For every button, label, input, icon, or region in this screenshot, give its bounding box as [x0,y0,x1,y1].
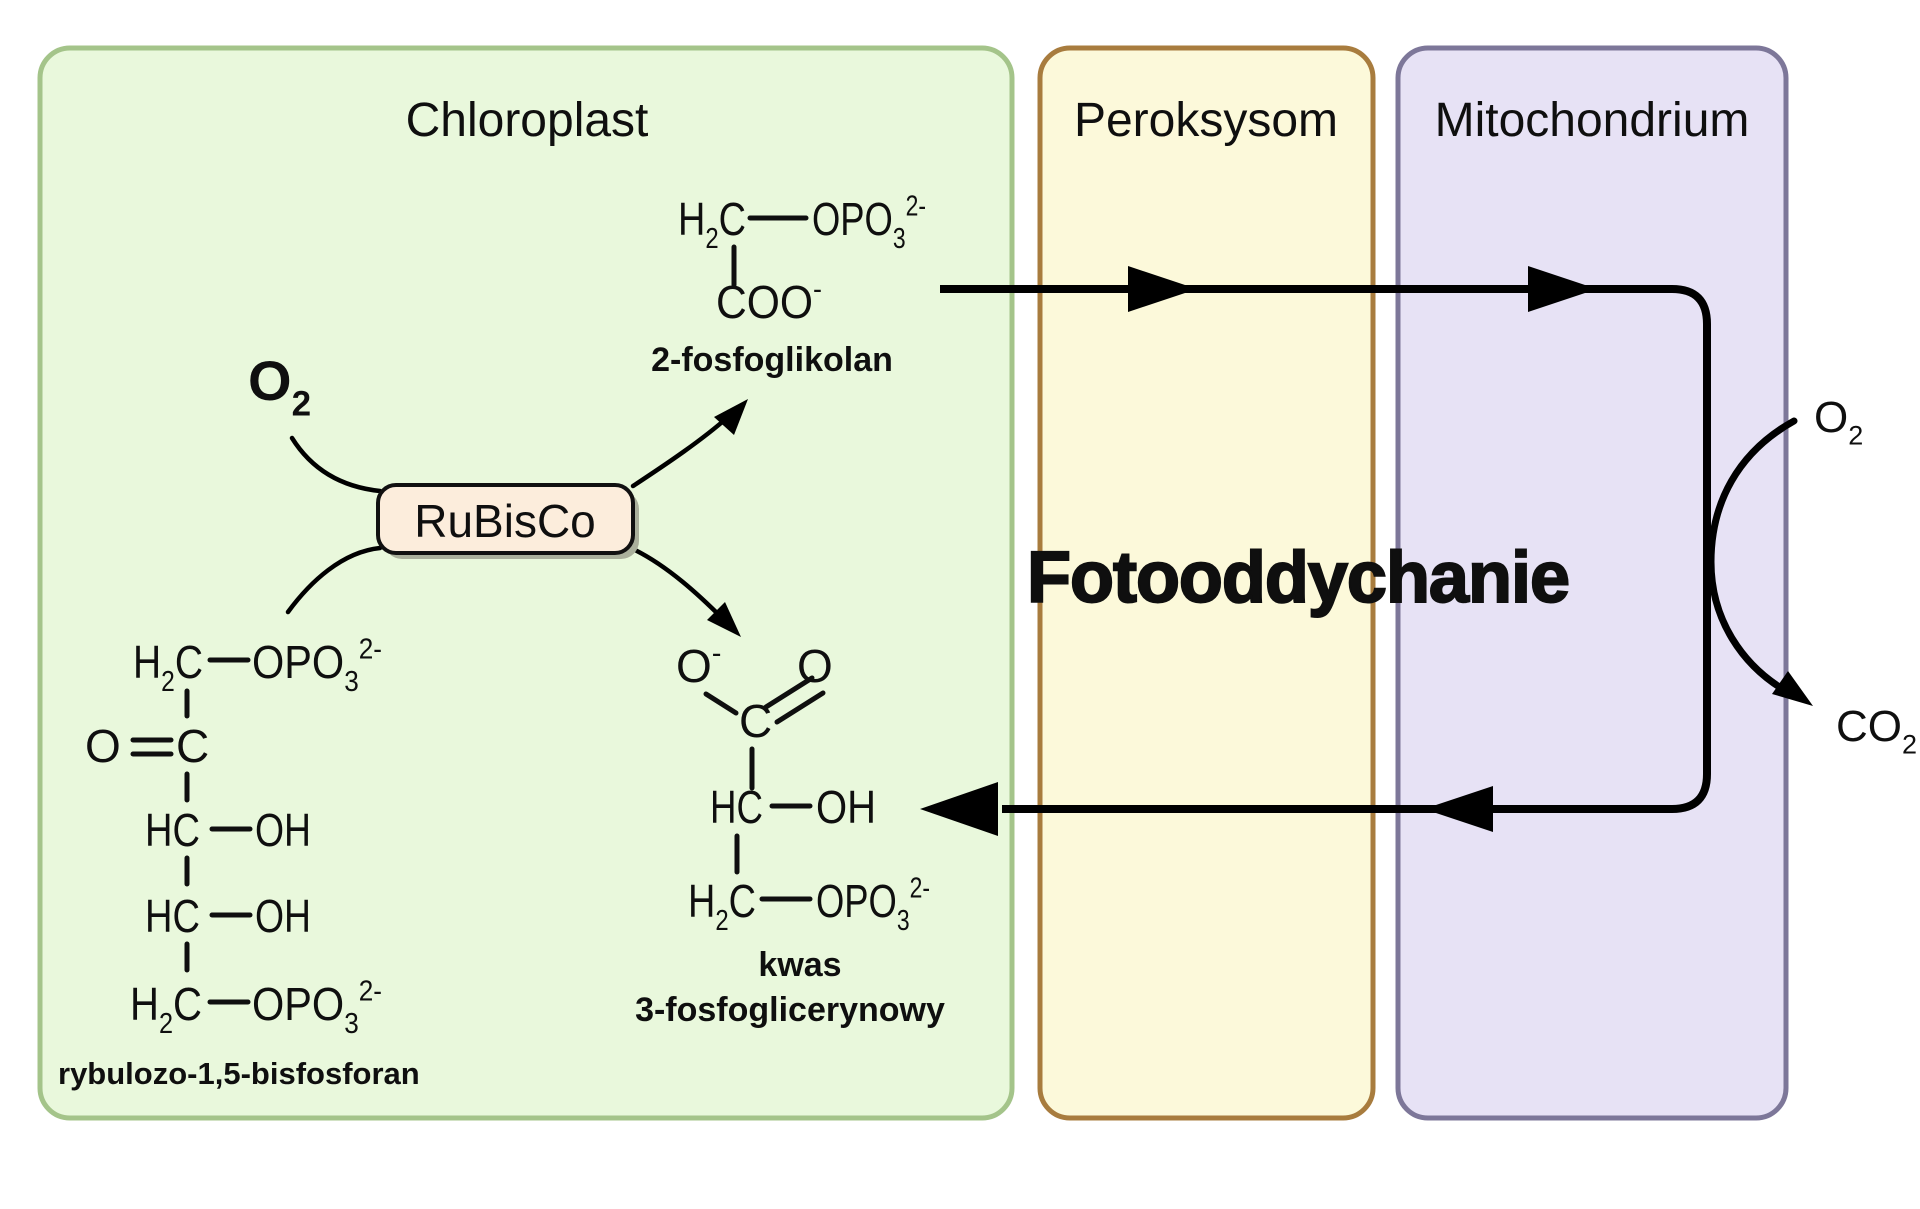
rubisco-box [376,483,635,555]
molecule-name-kwas-line1: kwas [758,946,841,984]
molecule-rybulozo: H2C OPO32- O C HC OH HC OH H2C OPO32- ry… [58,634,420,1091]
formula-h2c: H2C [133,636,203,698]
formula-opo3: OPO32- [252,634,382,698]
formula-c: C [739,695,772,747]
formula-hc: HC [145,890,200,942]
co2-gas-label: CO2 [1836,702,1917,759]
formula-o: O [85,720,121,772]
mitochondrion-title: Mitochondrium [1435,94,1750,147]
formula-oh: OH [816,781,876,833]
arrowhead-right-peroxisome [1128,266,1197,312]
bond-double [774,690,826,725]
o2-gas-label: O2 [1814,393,1863,450]
formula-opo3: OPO32- [816,873,930,937]
bond-double [763,675,815,710]
arrowhead-left-to-kwas [920,782,998,836]
rubisco-label: RuBisCo [414,495,596,547]
molecule-name-kwas-line2: 3-fosfoglicerynowy [635,991,945,1029]
chloroplast-box [37,45,1015,1121]
mitochondrion-box [1395,45,1789,1121]
formula-c: C [176,720,209,772]
process-title: Fotooddychanie [1027,538,1569,618]
arrowhead-right-mitochondrion [1528,266,1597,312]
formula-oh: OH [255,804,311,856]
formula-h2c: H2C [678,193,746,255]
arrowhead-left-mitochondrion [1424,786,1493,832]
o2-reactant-label: O2 [248,349,311,424]
curve-rubp-to-rubisco [285,545,383,615]
formula-hc: HC [145,804,200,856]
curve-rubisco-to-kwas [630,546,725,621]
arrowhead-co2 [1772,671,1813,706]
peroxisome-box [1037,45,1376,1121]
arrowhead-to-kwas [707,602,741,637]
formula-h2c: H2C [688,875,756,937]
molecule-kwas-3-fosfoglicerynowy: O- O C HC OH H2C OPO32- kwas 3-fosfoglic… [635,638,945,1029]
formula-o-minus: O- [676,638,721,692]
formula-h2c: H2C [130,978,202,1040]
formula-coo: COO- [716,274,822,328]
molecule-name-rybulozo: rybulozo-1,5-bisfosforan [58,1056,420,1091]
gas-exchange-arc [1707,417,1798,695]
formula-oh: OH [255,890,311,942]
curve-rubisco-to-fosfoglikolan [630,414,731,489]
formula-opo3: OPO32- [812,191,926,255]
formula-hc: HC [710,781,763,833]
pathway-arrow-line [940,285,1711,813]
peroxisome-title: Peroksysom [1074,94,1338,147]
bond-single [703,691,739,716]
molecule-2-fosfoglikolan: H2C OPO32- COO- 2-fosfoglikolan [651,191,926,379]
molecule-name-2-fosfoglikolan: 2-fosfoglikolan [651,341,893,379]
chloroplast-title: Chloroplast [406,94,649,147]
arrowhead-to-fosfoglikolan [714,399,748,435]
curve-o2-to-rubisco [289,435,383,494]
formula-opo3: OPO32- [252,976,382,1040]
